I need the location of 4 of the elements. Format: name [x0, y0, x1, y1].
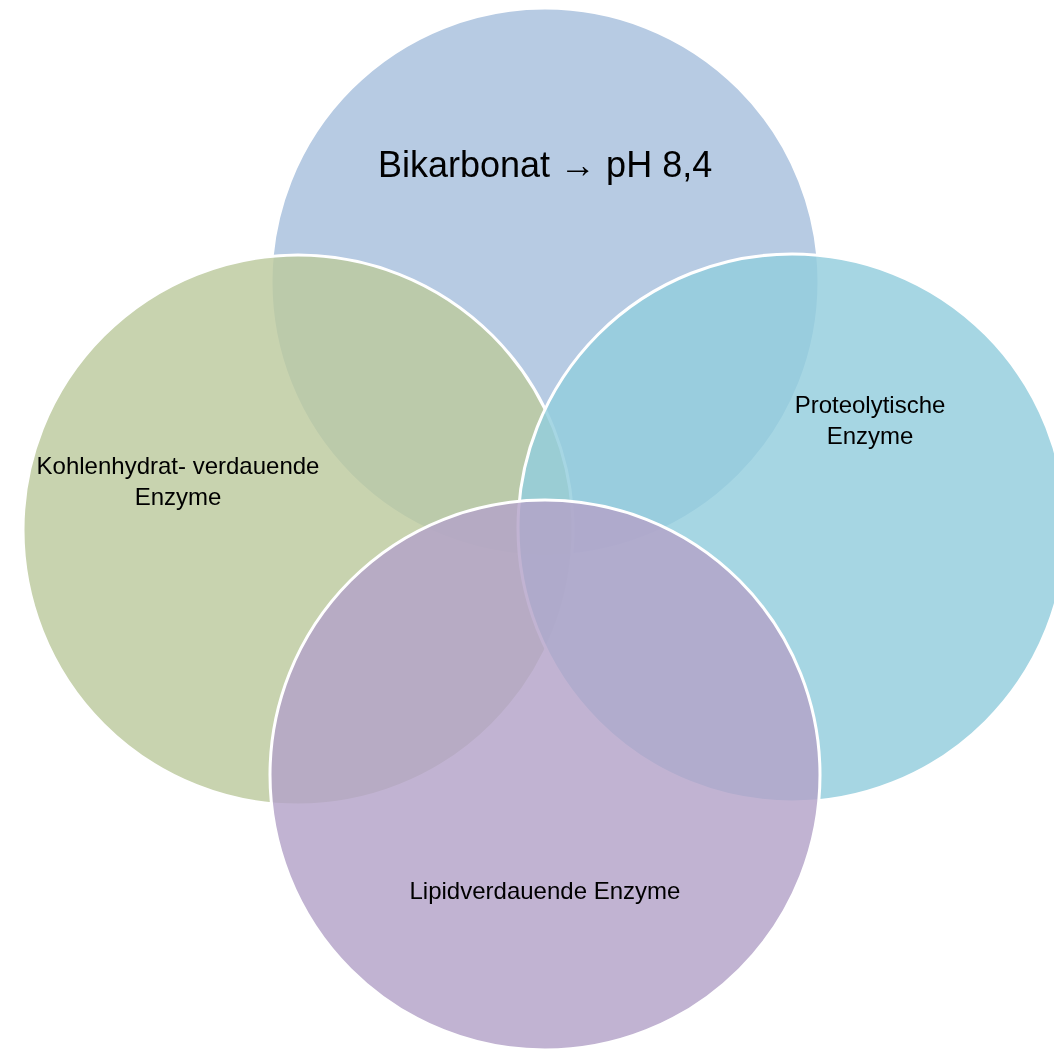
- circle-label: Bikarbonat → pH 8,4: [378, 142, 713, 187]
- circle-label: Kohlenhydrat- verdauende Enzyme: [35, 451, 321, 513]
- circle-label: Lipidverdauende Enzyme: [409, 875, 681, 906]
- circle-label: Proteolytische Enzyme: [793, 390, 947, 452]
